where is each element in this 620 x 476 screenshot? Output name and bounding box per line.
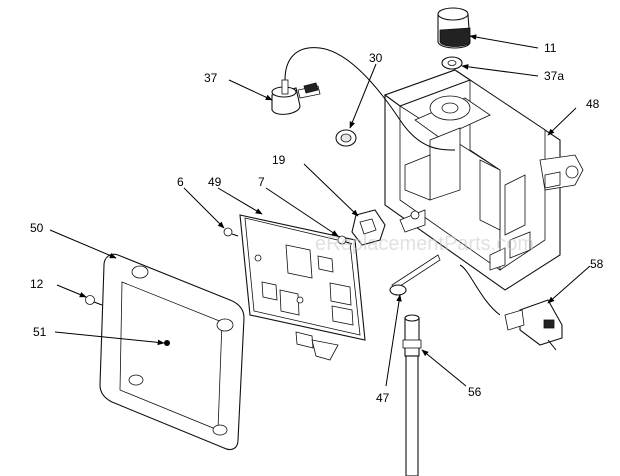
part-48-housing — [383, 69, 584, 291]
label-part-49: 49 — [208, 175, 222, 189]
part-58-switch — [459, 264, 563, 351]
part-37a-nut — [441, 56, 463, 70]
label-part-56: 56 — [468, 385, 482, 399]
part-7-screw — [337, 235, 353, 245]
watermark-text: eReplacementParts.com — [315, 233, 534, 255]
label-part-58: 58 — [590, 257, 604, 271]
part-30-bushing — [335, 129, 357, 147]
label-part-7: 7 — [258, 175, 265, 189]
part-47-long-screw — [389, 254, 441, 296]
label-part-48: 48 — [586, 97, 600, 111]
label-part-19: 19 — [272, 153, 286, 167]
label-part-30: 30 — [369, 51, 383, 65]
part-51-marker-dot — [164, 340, 170, 346]
label-part-47: 47 — [376, 391, 390, 405]
part-50-frame — [99, 253, 245, 451]
part-12-screw — [85, 295, 103, 306]
label-part-37: 37 — [204, 71, 218, 85]
part-6-screw — [223, 227, 239, 237]
part-37-potentiometer — [271, 47, 456, 151]
label-part-37a: 37a — [544, 69, 564, 83]
label-part-6: 6 — [177, 175, 184, 189]
label-part-50: 50 — [30, 221, 44, 235]
leader-lines — [49, 34, 591, 387]
part-11-knob — [437, 7, 471, 49]
part-19-bracket — [351, 209, 386, 246]
label-part-11: 11 — [544, 41, 557, 55]
label-part-12: 12 — [30, 277, 44, 291]
label-part-51: 51 — [33, 325, 47, 339]
part-49-circuit-board — [239, 214, 366, 361]
part-56-probe — [402, 314, 422, 476]
